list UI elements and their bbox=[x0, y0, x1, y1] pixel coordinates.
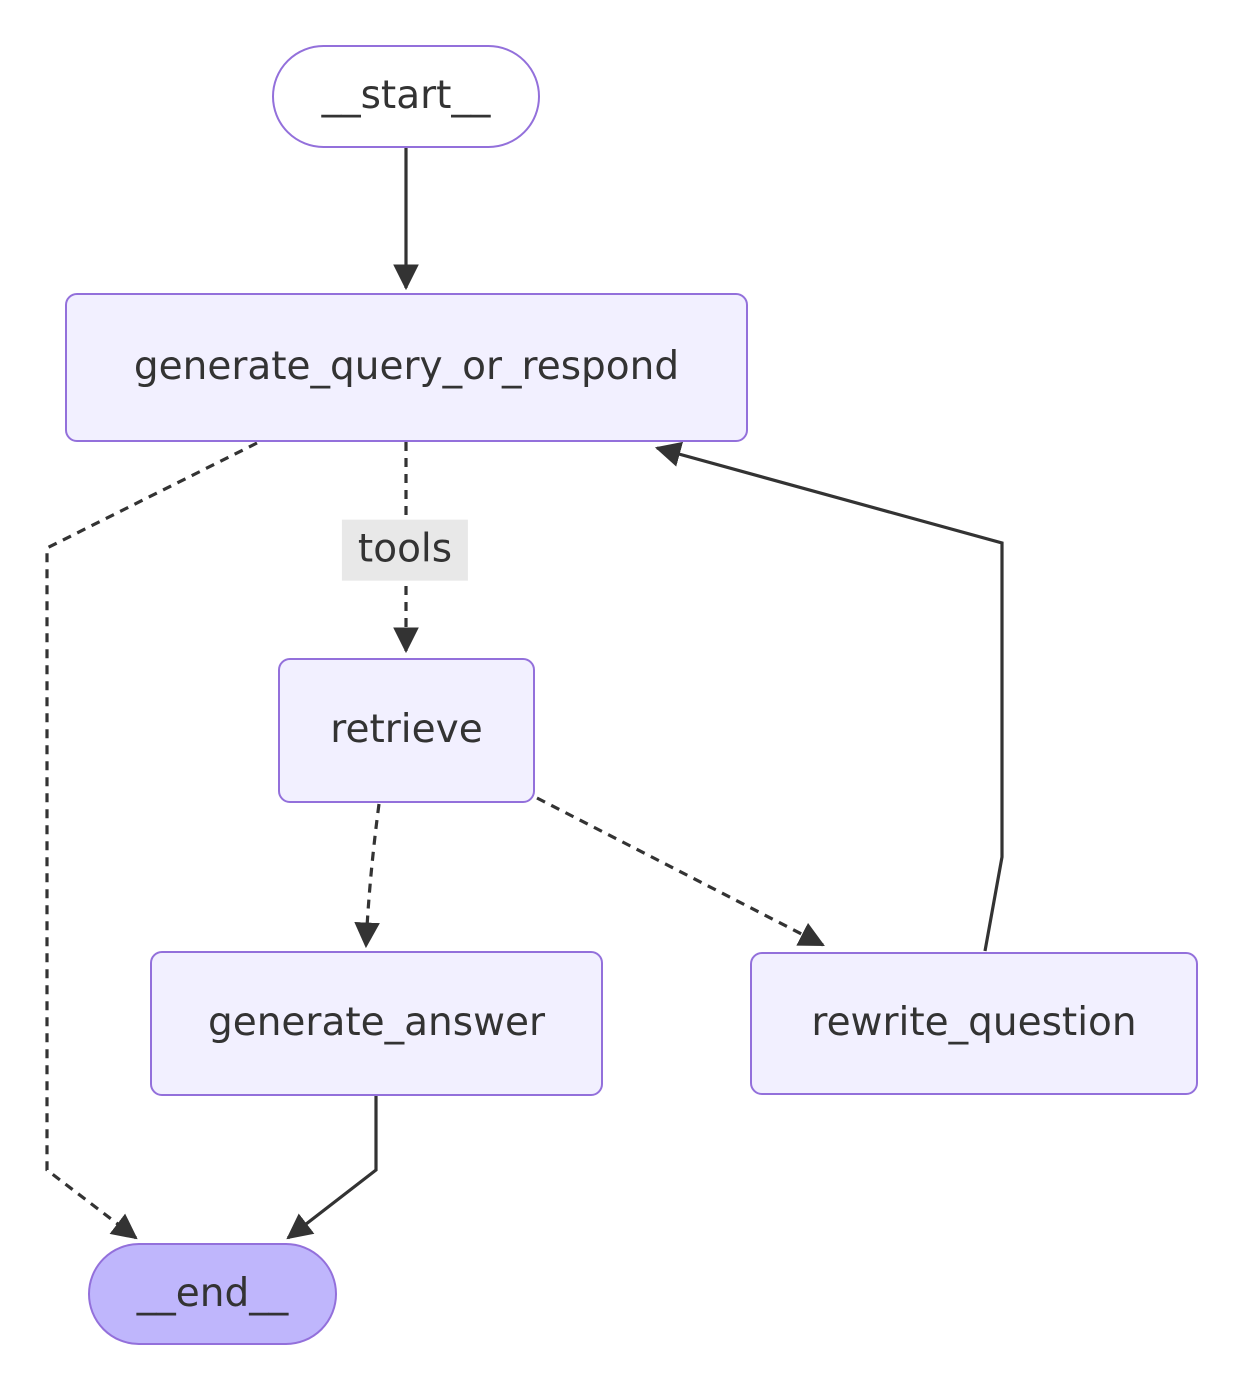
node-retrieve: retrieve bbox=[278, 658, 535, 803]
edge-generate-answer-to-end bbox=[286, 1096, 378, 1240]
edge-label-tools: tools bbox=[341, 519, 469, 581]
node-start: __start__ bbox=[272, 45, 540, 148]
edge-rewrite-question-to-generate-query-or-respond bbox=[654, 441, 1004, 952]
node-end: __end__ bbox=[88, 1243, 337, 1345]
node-rewrite-question: rewrite_question bbox=[750, 952, 1198, 1095]
edge-retrieve-to-generate-answer bbox=[354, 803, 381, 949]
edge-generate-query-or-respond-to-end bbox=[45, 441, 258, 1240]
node-generate-query-or-respond: generate_query_or_respond bbox=[65, 293, 748, 442]
node-generate-answer: generate_answer bbox=[150, 951, 603, 1096]
edge-retrieve-to-rewrite-question bbox=[536, 796, 825, 947]
